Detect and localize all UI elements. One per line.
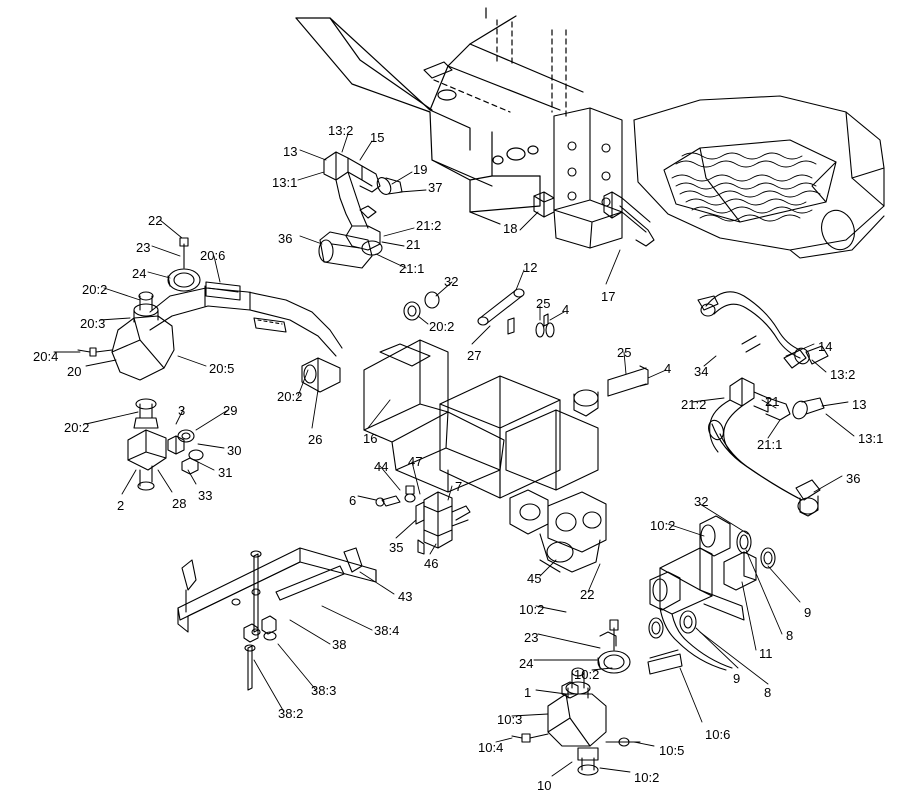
callout-9: 9 — [804, 605, 812, 620]
callout-44: 44 — [374, 459, 389, 474]
callout-20: 20 — [67, 364, 82, 379]
callout-12: 12 — [523, 260, 538, 275]
callout-22: 22 — [148, 213, 163, 228]
callout-15: 15 — [370, 130, 385, 145]
callout-17: 17 — [601, 289, 616, 304]
callout-21-2: 21:2 — [681, 397, 707, 412]
lower-rail-assembly — [177, 547, 377, 691]
centre-crossmember — [301, 288, 649, 573]
callout-13-1: 13:1 — [272, 175, 298, 190]
callout-38-2: 38:2 — [278, 706, 304, 721]
callout-47: 47 — [408, 454, 423, 469]
callout-36: 36 — [846, 471, 861, 486]
right-lower-axle — [647, 515, 776, 675]
callout-32: 32 — [694, 494, 709, 509]
callout-10-6: 10:6 — [705, 727, 731, 742]
callout-1: 1 — [524, 685, 532, 700]
callout-22: 22 — [580, 587, 595, 602]
callout-35: 35 — [389, 540, 404, 555]
callout-4: 4 — [562, 302, 570, 317]
callout-38: 38 — [332, 637, 347, 652]
callout-43: 43 — [398, 589, 413, 604]
callout-31: 31 — [218, 465, 233, 480]
callout-8: 8 — [786, 628, 794, 643]
callout-10-2: 10:2 — [650, 518, 676, 533]
callout-23: 23 — [524, 630, 539, 645]
callout-46: 46 — [424, 556, 439, 571]
callout-7: 7 — [455, 479, 463, 494]
callout-14: 14 — [818, 339, 833, 354]
small-bracket-assembly — [375, 485, 471, 555]
callout-21-2: 21:2 — [416, 218, 442, 233]
callout-24: 24 — [132, 266, 147, 281]
callout-29: 29 — [223, 403, 238, 418]
callout-16: 16 — [363, 431, 378, 446]
callout-18: 18 — [503, 221, 518, 236]
callout-20-4: 20:4 — [33, 349, 59, 364]
callout-25: 25 — [536, 296, 551, 311]
leader-lines — [53, 133, 855, 777]
chassis-frame — [295, 7, 584, 225]
callout-45: 45 — [527, 571, 542, 586]
callout-13-2: 13:2 — [328, 123, 354, 138]
callout-20-2: 20:2 — [64, 420, 90, 435]
callout-20-3: 20:3 — [80, 316, 106, 331]
callout-21-1: 21:1 — [399, 261, 425, 276]
callout-13-2: 13:2 — [830, 367, 856, 382]
right-upper-hose — [697, 291, 829, 517]
callout-25: 25 — [617, 345, 632, 360]
callout-26: 26 — [308, 432, 323, 447]
callout-23: 23 — [136, 240, 151, 255]
callout-8: 8 — [764, 685, 772, 700]
callout-37: 37 — [428, 180, 443, 195]
callout-38-4: 38:4 — [374, 623, 400, 638]
callout-21: 21 — [765, 394, 780, 409]
bottom-trunnion — [511, 619, 641, 776]
callout-13: 13 — [283, 144, 298, 159]
callout-13-1: 13:1 — [858, 431, 884, 446]
callout-2: 2 — [117, 498, 125, 513]
callout-20-2: 20:2 — [82, 282, 108, 297]
callout-20-2: 20:2 — [277, 389, 303, 404]
part-17-bolt — [603, 191, 655, 247]
frame-bracket-plate — [553, 107, 623, 249]
callout-10-5: 10:5 — [659, 743, 685, 758]
callout-20-6: 20:6 — [200, 248, 226, 263]
callout-27: 27 — [467, 348, 482, 363]
callout-10: 10 — [537, 778, 552, 793]
callout-21: 21 — [406, 237, 421, 252]
callout-6: 6 — [349, 493, 357, 508]
callout-9: 9 — [733, 671, 741, 686]
callout-30: 30 — [227, 443, 242, 458]
callout-28: 28 — [172, 496, 187, 511]
callout-10-2: 10:2 — [634, 770, 660, 785]
callout-32: 32 — [444, 274, 459, 289]
callout-36: 36 — [278, 231, 293, 246]
callout-19: 19 — [413, 162, 428, 177]
callout-33: 33 — [198, 488, 213, 503]
callout-10-3: 10:3 — [497, 712, 523, 727]
callout-24: 24 — [519, 656, 534, 671]
callout-4: 4 — [664, 361, 672, 376]
callout-10-4: 10:4 — [478, 740, 504, 755]
callout-11: 11 — [759, 646, 773, 661]
left-upper-linkage — [318, 151, 403, 269]
callout-20-2: 20:2 — [429, 319, 455, 334]
callout-10-2: 10:2 — [519, 602, 545, 617]
callout-3: 3 — [178, 403, 186, 418]
step-fender — [633, 95, 885, 259]
callout-34: 34 — [694, 364, 709, 379]
callout-21-1: 21:1 — [757, 437, 783, 452]
callout-10-2: 10:2 — [574, 667, 600, 682]
callout-38-3: 38:3 — [311, 683, 337, 698]
left-axle-arm — [77, 237, 343, 491]
callout-13: 13 — [852, 397, 867, 412]
part-18-bushing — [533, 191, 555, 218]
callout-20-5: 20:5 — [209, 361, 235, 376]
